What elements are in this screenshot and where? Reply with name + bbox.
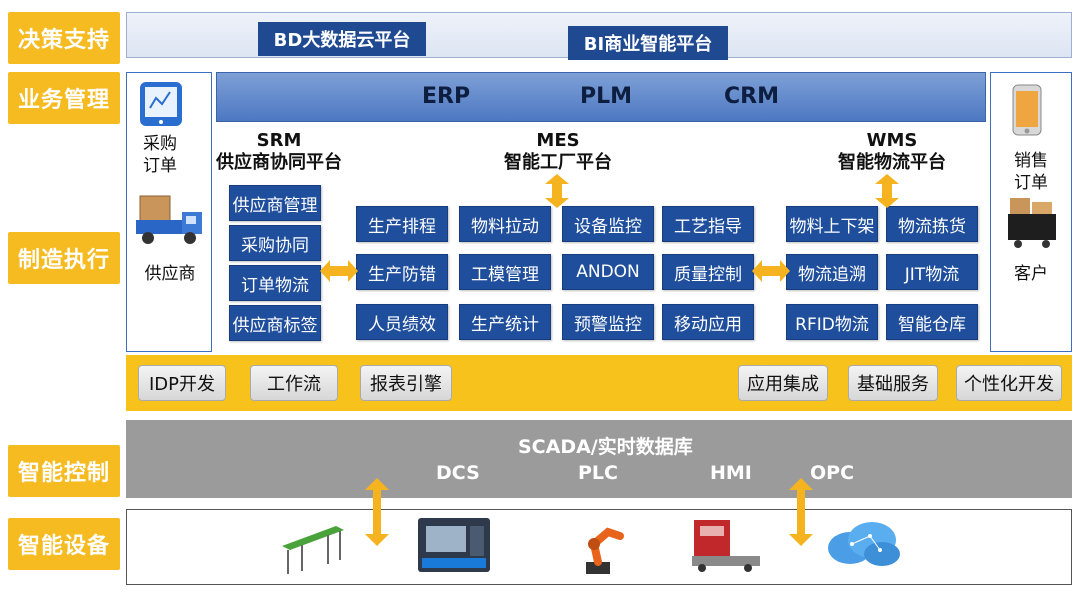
mes-module-7[interactable]: ANDON: [562, 254, 654, 290]
hmi-label: HMI: [710, 462, 752, 484]
customer-label: 客户: [1014, 264, 1048, 284]
sales-order-label: 销售 订单: [1001, 150, 1061, 194]
business-band: [216, 72, 986, 122]
layer-business-label: 业务管理: [8, 72, 120, 124]
wms-subtitle-text: 智能物流平台: [838, 152, 946, 173]
wms-module-2[interactable]: 物流拣货: [886, 206, 978, 242]
mes-module-6[interactable]: 工模管理: [459, 254, 551, 290]
bd-platform-tag: BD大数据云平台: [258, 22, 426, 56]
srm-mes-double-arrow-icon: [320, 260, 358, 282]
scada-label: SCADA/实时数据库: [518, 436, 693, 458]
agv-icon: [692, 520, 760, 572]
tablet-icon: [138, 80, 184, 128]
wms-module-1[interactable]: 物料上下架: [786, 206, 878, 242]
wms-title: WMS 智能物流平台: [812, 130, 972, 174]
cart-icon: [1004, 194, 1060, 250]
mes-vertical-arrow-icon: [545, 174, 569, 208]
truck-icon: [134, 190, 206, 248]
srm-module-order-logistics[interactable]: 订单物流: [229, 265, 321, 301]
wms-module-4[interactable]: JIT物流: [886, 254, 978, 290]
mes-module-2[interactable]: 物料拉动: [459, 206, 551, 242]
robot-arm-icon: [586, 527, 624, 574]
report-engine-button[interactable]: 报表引擎: [360, 365, 452, 401]
control-device-arrow-right-icon: [789, 478, 813, 546]
purchase-order-line2: 订单: [143, 156, 177, 176]
bi-platform-tag: BI商业智能平台: [568, 26, 728, 60]
control-device-arrow-left-icon: [365, 478, 389, 546]
mes-module-4[interactable]: 工艺指导: [662, 206, 754, 242]
srm-module-purchase-collab[interactable]: 采购协同: [229, 225, 321, 261]
srm-module-supplier-label[interactable]: 供应商标签: [229, 305, 321, 341]
dcs-label: DCS: [436, 462, 480, 484]
srm-subtitle-text: 供应商协同平台: [216, 152, 342, 173]
sales-order-line2: 订单: [1014, 173, 1048, 193]
sales-order-line1: 销售: [1014, 151, 1048, 171]
mes-module-8[interactable]: 质量控制: [662, 254, 754, 290]
srm-module-supplier-mgmt[interactable]: 供应商管理: [229, 185, 321, 221]
erp-label: ERP: [422, 84, 471, 109]
srm-title-text: SRM: [256, 130, 302, 151]
mes-module-1[interactable]: 生产排程: [356, 206, 448, 242]
cloud-network-icon: [828, 522, 900, 566]
mes-module-5[interactable]: 生产防错: [356, 254, 448, 290]
mes-module-3[interactable]: 设备监控: [562, 206, 654, 242]
phone-icon: [1012, 84, 1042, 136]
opc-label: OPC: [810, 462, 855, 484]
plc-label: PLC: [578, 462, 618, 484]
workflow-button[interactable]: 工作流: [250, 365, 338, 401]
crm-label: CRM: [724, 84, 779, 109]
plm-label: PLM: [580, 84, 633, 109]
mes-title: MES 智能工厂平台: [478, 130, 638, 174]
layer-manufacturing-label: 制造执行: [8, 232, 120, 284]
wms-title-text: WMS: [866, 130, 918, 151]
mes-module-11[interactable]: 预警监控: [562, 304, 654, 340]
mes-module-10[interactable]: 生产统计: [459, 304, 551, 340]
idp-button[interactable]: IDP开发: [138, 365, 226, 401]
purchase-order-label: 采购 订单: [130, 133, 190, 177]
srm-title: SRM 供应商协同平台: [214, 130, 344, 174]
mes-wms-double-arrow-icon: [752, 260, 790, 282]
conveyor-icon: [282, 526, 344, 574]
app-integration-button[interactable]: 应用集成: [738, 365, 828, 401]
mes-subtitle-text: 智能工厂平台: [504, 152, 612, 173]
layer-decision-label: 决策支持: [8, 12, 120, 64]
wms-module-3[interactable]: 物流追溯: [786, 254, 878, 290]
basic-service-button[interactable]: 基础服务: [848, 365, 938, 401]
cnc-machine-icon: [418, 518, 490, 572]
purchase-order-line1: 采购: [143, 134, 177, 154]
wms-vertical-arrow-icon: [875, 174, 899, 208]
layer-device-label: 智能设备: [8, 518, 120, 570]
wms-module-6[interactable]: 智能仓库: [886, 304, 978, 340]
mes-title-text: MES: [536, 130, 580, 151]
mes-module-9[interactable]: 人员绩效: [356, 304, 448, 340]
layer-control-label: 智能控制: [8, 445, 120, 497]
mes-module-12[interactable]: 移动应用: [662, 304, 754, 340]
control-band: [126, 420, 1072, 498]
custom-dev-button[interactable]: 个性化开发: [956, 365, 1062, 401]
wms-module-5[interactable]: RFID物流: [786, 304, 878, 340]
supplier-label: 供应商: [144, 264, 196, 284]
